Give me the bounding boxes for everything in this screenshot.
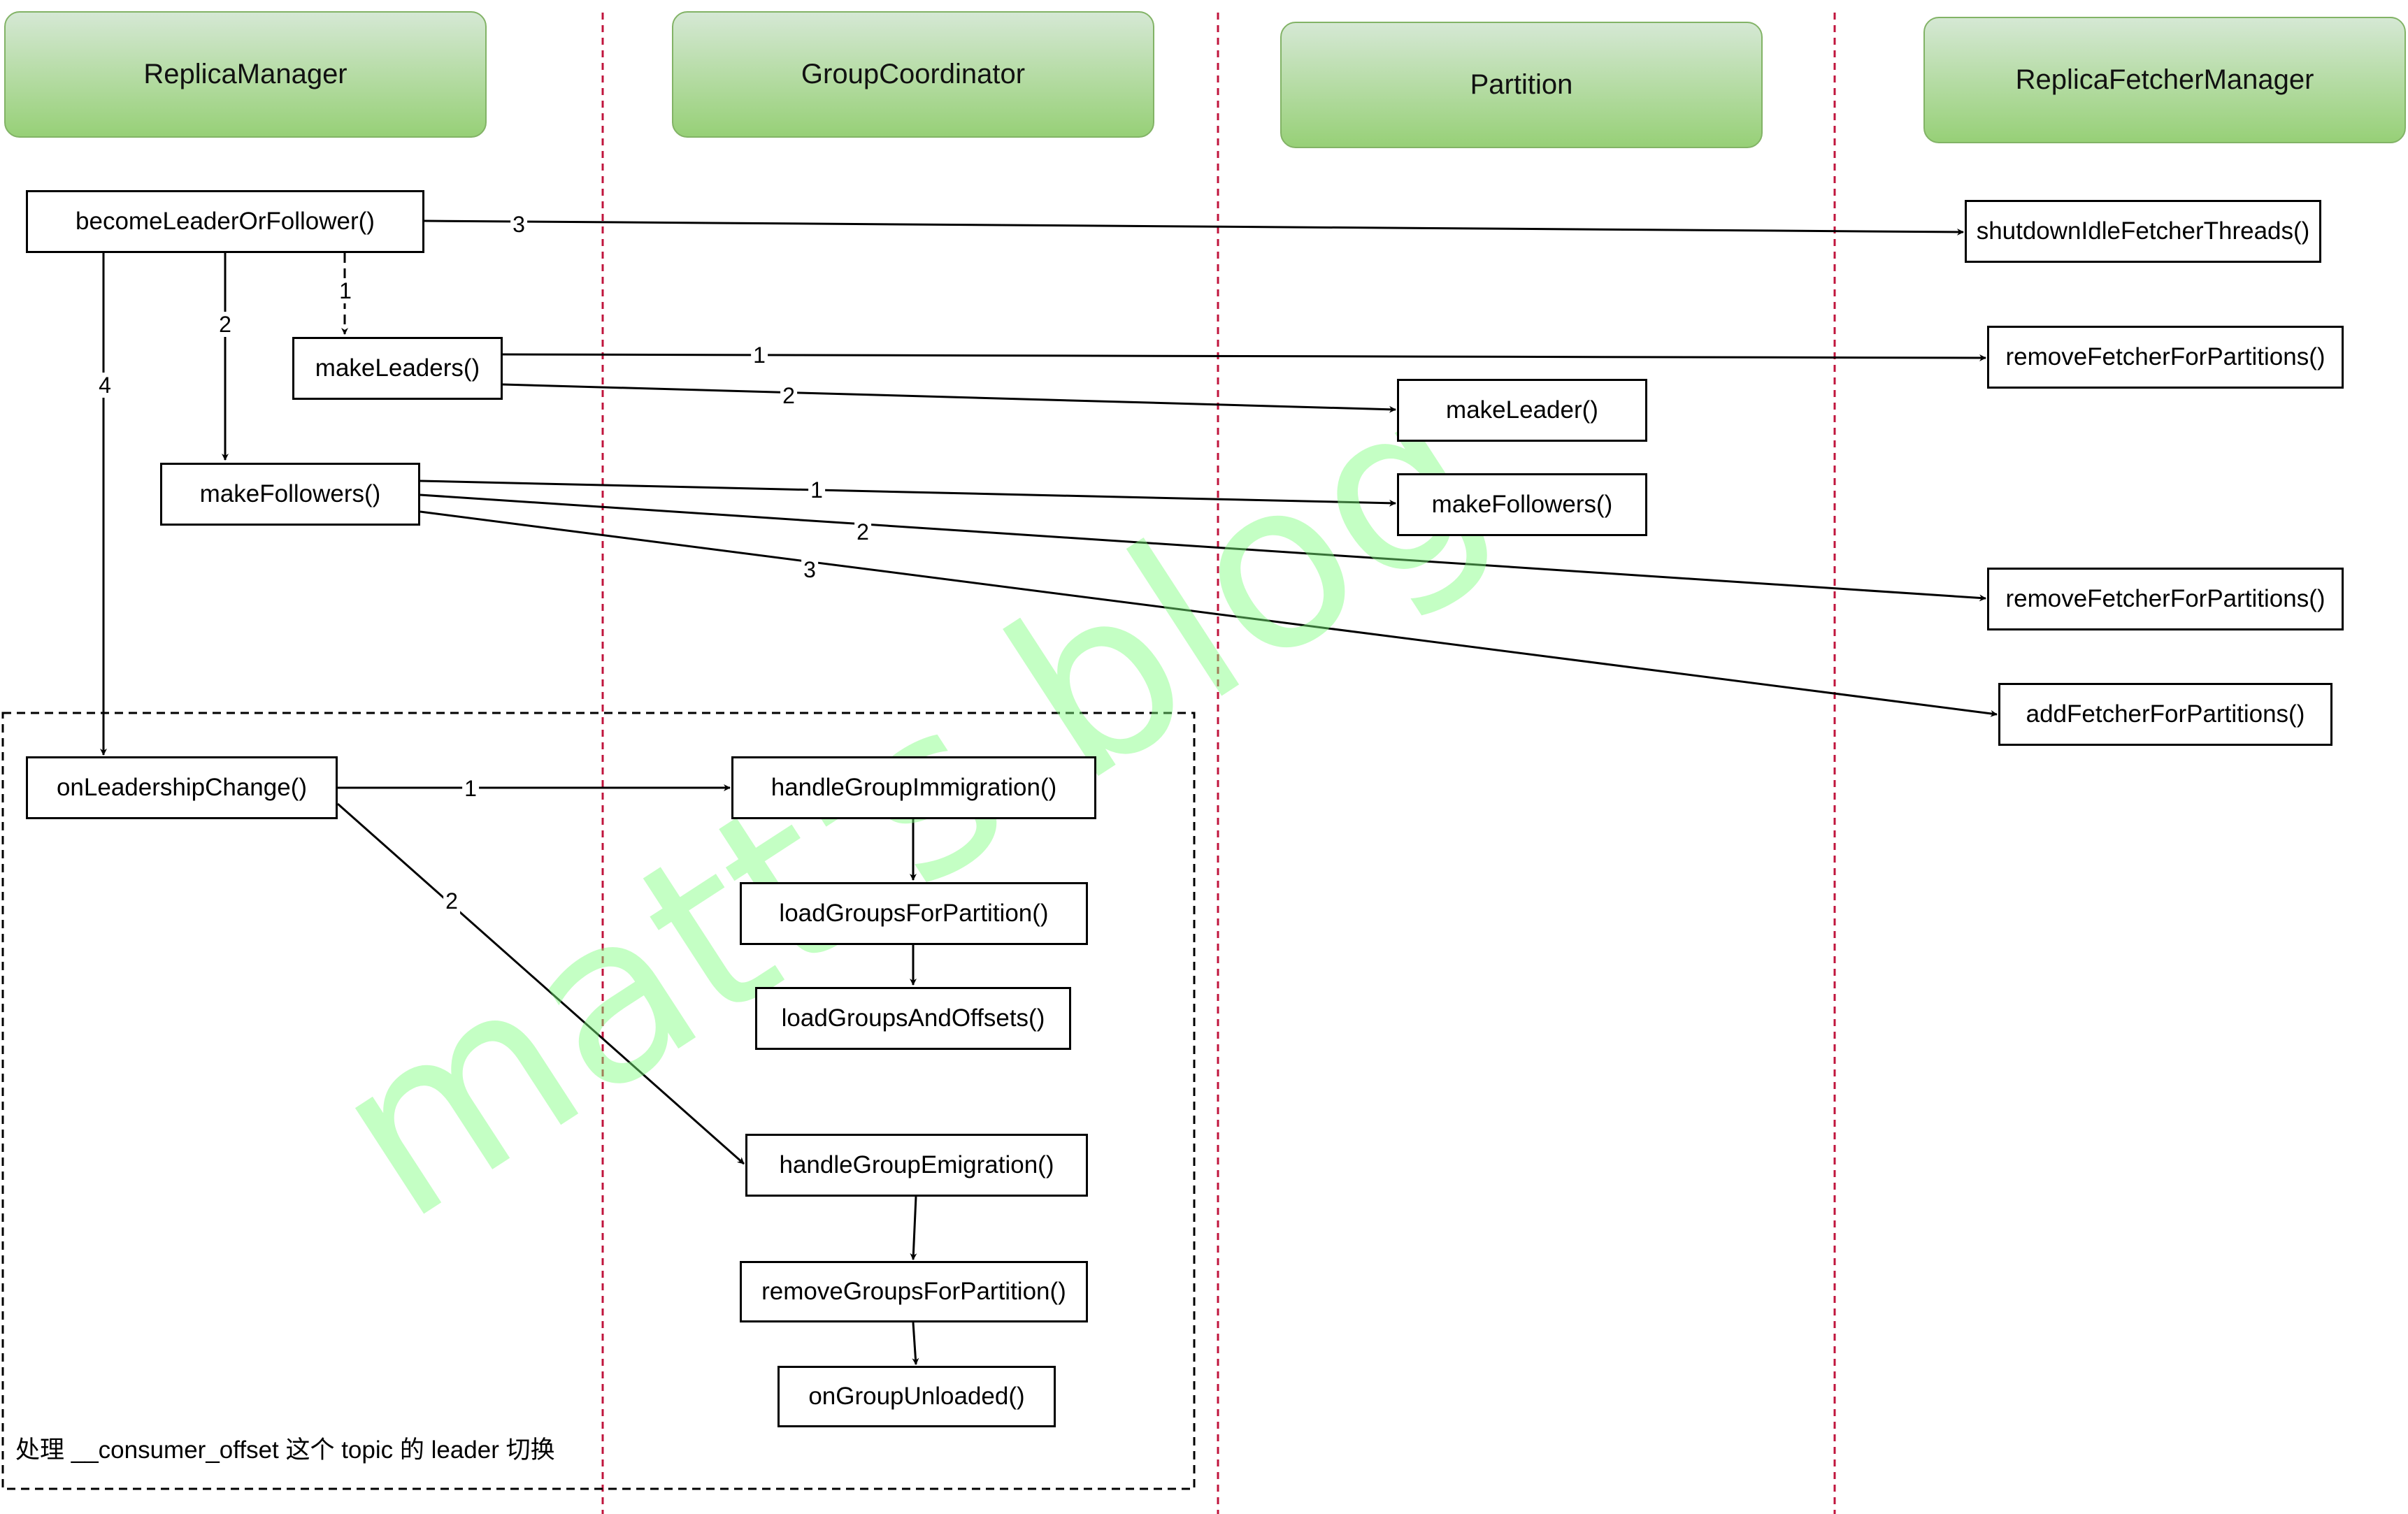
edge-olc-emigration [337, 802, 745, 1165]
edge-remove-unloaded [912, 1322, 919, 1365]
node-partition-make-followers: makeFollowers() [1397, 473, 1647, 536]
leader-switch-group [1, 712, 1196, 1490]
node-on-group-unloaded: onGroupUnloaded() [777, 1366, 1056, 1427]
node-become-leader-or-follower: becomeLeaderOrFollower() [26, 190, 424, 253]
node-load-groups-for-partition: loadGroupsForPartition() [740, 882, 1088, 945]
node-handle-group-immigration: handleGroupImmigration() [731, 756, 1096, 819]
node-shutdown-idle-fetcher-threads: shutdownIdleFetcherThreads() [1965, 200, 2321, 263]
node-handle-group-emigration: handleGroupEmigration() [745, 1134, 1088, 1197]
edge-blof-shutdown [424, 219, 1964, 236]
node-on-leadership-change: onLeadershipChange() [26, 756, 338, 819]
node-make-followers: makeFollowers() [160, 463, 420, 526]
node-make-leader: makeLeader() [1397, 379, 1647, 442]
edge-mf-partition [420, 480, 1396, 507]
lane-header-replica-fetcher-manager: ReplicaFetcherManager [1923, 17, 2406, 143]
lane-header-replica-manager: ReplicaManager [4, 11, 487, 138]
node-remove-fetcher-for-partitions-2: removeFetcherForPartitions() [1987, 568, 2344, 630]
edge-label-mf-remove-fetcher: 2 [854, 519, 871, 545]
edge-label-mf-add-fetcher: 3 [801, 557, 818, 582]
edge-label-ml-remove-fetcher: 1 [751, 343, 768, 368]
node-remove-fetcher-for-partitions-1: removeFetcherForPartitions() [1987, 326, 2344, 389]
node-load-groups-and-offsets: loadGroupsAndOffsets() [755, 987, 1071, 1050]
edge-label-blof-make-followers: 2 [217, 312, 234, 337]
edge-label-blof-shutdown: 3 [510, 212, 527, 237]
edge-label-blof-make-leaders: 1 [337, 278, 354, 303]
edge-label-olc-immigration: 1 [462, 776, 479, 801]
edge-mf-remove-fetcher [420, 493, 1986, 602]
edge-label-blof-olc: 4 [96, 373, 113, 398]
edge-label-mf-partition: 1 [808, 477, 825, 503]
edge-label-olc-emigration: 2 [443, 888, 460, 914]
edge-label-ml-make-leader: 2 [780, 383, 797, 408]
lane-header-partition: Partition [1280, 22, 1763, 148]
edge-ml-make-leader [502, 383, 1396, 413]
edge-em-remove [910, 1196, 917, 1260]
node-remove-groups-for-partition: removeGroupsForPartition() [740, 1261, 1088, 1322]
node-make-leaders: makeLeaders() [292, 337, 503, 400]
edge-mf-add-fetcher [420, 510, 1998, 717]
group-note: 处理 __consumer_offset 这个 topic 的 leader 切… [15, 1436, 555, 1464]
node-add-fetcher-for-partitions: addFetcherForPartitions() [1998, 683, 2332, 746]
edge-ml-remove-fetcher [502, 353, 1986, 361]
lane-header-group-coordinator: GroupCoordinator [672, 11, 1154, 138]
